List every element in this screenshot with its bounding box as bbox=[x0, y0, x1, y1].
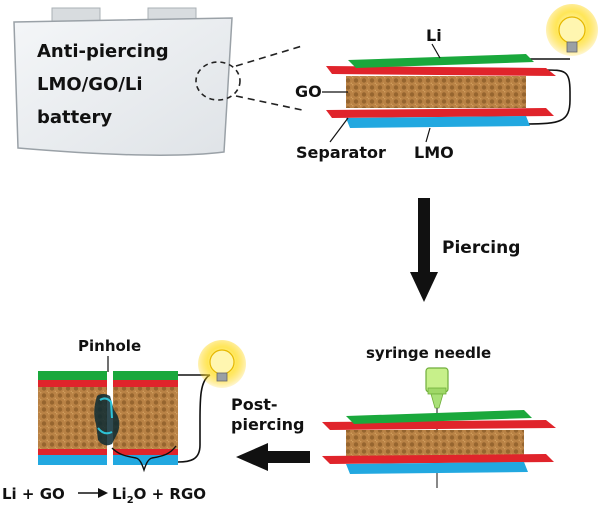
top-separator-red-upper bbox=[326, 66, 556, 76]
pouch-battery: Anti-piercing LMO/GO/Li battery bbox=[13, 7, 303, 156]
piercing-arrow-head bbox=[410, 272, 438, 302]
pinhole-bulb-icon bbox=[198, 340, 246, 388]
piercing-label: Piercing bbox=[442, 238, 520, 258]
post-piercing-arrow-head bbox=[236, 443, 268, 471]
pinhole-cell-right-half bbox=[113, 371, 210, 465]
pierced-lmo-layer bbox=[346, 462, 528, 474]
post-piercing-label-line1: Post- bbox=[231, 395, 278, 414]
piercing-arrow-shaft bbox=[418, 198, 430, 274]
pierced-separator-red-lower bbox=[322, 454, 554, 464]
pinhole-cell: Pinhole Li + GO Li2O + RGO bbox=[2, 337, 246, 506]
separator-pointer bbox=[329, 117, 349, 143]
pinhole-cell-wire bbox=[177, 374, 211, 463]
reaction-products: Li2O + RGO bbox=[112, 485, 206, 506]
top-separator-red-lower bbox=[326, 108, 554, 118]
pouch-text-line2: LMO/GO/Li bbox=[37, 74, 143, 95]
top-li-layer bbox=[348, 54, 534, 68]
post-piercing-label-line2: piercing bbox=[231, 415, 305, 434]
pinhole-label: Pinhole bbox=[78, 337, 141, 355]
piercing-arrow: Piercing bbox=[410, 198, 520, 302]
post-piercing-arrow: Post- piercing bbox=[231, 395, 310, 471]
top-lmo-layer bbox=[346, 116, 530, 128]
li-label: Li bbox=[426, 26, 442, 45]
pinhole-reaction-region bbox=[94, 394, 120, 446]
reaction-arrow-icon bbox=[78, 488, 108, 498]
pouch-text-line3: battery bbox=[37, 107, 112, 128]
pierced-go-layer bbox=[346, 430, 524, 456]
zoom-line-bottom bbox=[235, 95, 303, 111]
li-pointer bbox=[431, 43, 441, 59]
post-piercing-arrow-shaft bbox=[266, 451, 310, 463]
pierced-cell: syringe needle bbox=[322, 344, 556, 488]
syringe-needle-label: syringe needle bbox=[366, 344, 491, 362]
top-bulb-icon bbox=[546, 4, 598, 56]
go-label: GO bbox=[295, 82, 322, 101]
reaction-brace bbox=[111, 445, 177, 473]
lmo-label: LMO bbox=[414, 143, 454, 162]
top-cell-wire bbox=[525, 69, 571, 125]
top-go-layer bbox=[346, 76, 526, 108]
separator-label: Separator bbox=[296, 143, 386, 162]
zoom-line-top bbox=[235, 45, 303, 67]
lmo-pointer bbox=[425, 127, 431, 143]
zoom-circle bbox=[195, 61, 241, 101]
reaction-reactants: Li + GO bbox=[2, 485, 65, 503]
pierced-li-layer bbox=[346, 410, 532, 424]
pouch-text-line1: Anti-piercing bbox=[37, 41, 169, 62]
pouch-body bbox=[13, 17, 233, 156]
reaction-equation: Li + GO Li2O + RGO bbox=[2, 485, 206, 506]
top-cell: Li GO Separator LMO bbox=[295, 4, 598, 162]
